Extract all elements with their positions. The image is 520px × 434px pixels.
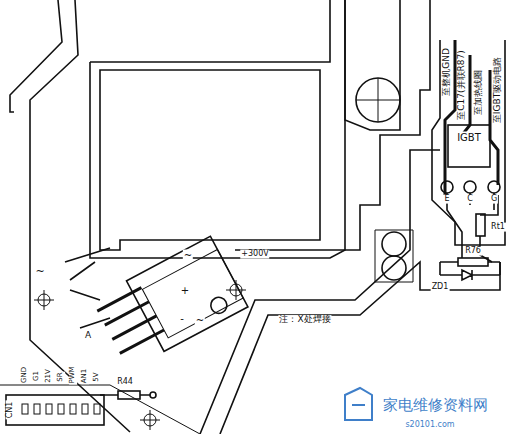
copper-trace [480, 195, 498, 215]
trace-outline [65, 248, 110, 262]
ac-symbol: ~ [34, 266, 45, 278]
resistor-symbol [476, 214, 485, 236]
connector-label: CN1 [6, 401, 15, 420]
trace-outline [432, 40, 505, 245]
pin-label: 5V [93, 371, 101, 382]
note-label: 至加热线圈 [474, 69, 484, 116]
pin-label: E [443, 195, 450, 204]
pad [150, 392, 156, 398]
point-label: A [84, 331, 92, 341]
trace-outline [235, 0, 430, 250]
resistor-symbol [458, 258, 488, 266]
watermark-logo [345, 388, 372, 420]
note-label: 至IGBT驱动电路 [493, 56, 503, 124]
part-label: Rt1 [490, 223, 506, 232]
part-label: R44 [116, 378, 134, 387]
pin-label: SR [57, 371, 65, 382]
igbt-pin [488, 181, 500, 193]
watermark: s20101.com [404, 421, 455, 430]
zener-symbol [440, 270, 500, 280]
trace-outline [200, 150, 440, 434]
pin-label: ~ [183, 250, 193, 261]
heatsink-area [100, 70, 320, 250]
mounting-hole [356, 78, 400, 122]
lead [440, 261, 500, 263]
pin-label: ~ [195, 315, 205, 326]
cross-mark [34, 280, 246, 430]
connector-body [6, 395, 104, 425]
igbt-pin [464, 181, 476, 193]
pin-label: GND [21, 366, 29, 384]
lead [100, 394, 150, 396]
bridge-rectifier [91, 236, 248, 370]
part-label: IGBT [456, 132, 482, 143]
connector-pin [22, 404, 100, 414]
pin-label: AN1 [81, 368, 89, 384]
trace-outline [0, 385, 200, 434]
pin-label: PWM [69, 365, 77, 384]
trace-outline [30, 0, 130, 432]
pin-label: - [179, 313, 185, 324]
watermark: 家电维修资料网 [382, 397, 489, 414]
hole-mark [356, 78, 400, 122]
pin-label: G [490, 195, 498, 204]
trace-outline [90, 0, 330, 62]
note-label: 至整机GND [442, 47, 452, 97]
part-label: ZD1 [431, 283, 450, 292]
pin-label: G1 [33, 370, 41, 382]
igbt-body [448, 125, 490, 167]
mounting-hole [382, 256, 406, 280]
trace-outline [90, 0, 345, 258]
note-label: 至C17(并联R87) [457, 49, 467, 120]
pin-label: 21V [45, 368, 53, 384]
pin-label: C [466, 195, 474, 204]
mounting-hole [382, 232, 406, 256]
trace-outline [345, 0, 400, 130]
trace-outline [220, 262, 500, 434]
pad-outline [375, 230, 413, 282]
pin-lead [447, 193, 494, 258]
igbt-pin [441, 181, 453, 193]
net-label: +300V [240, 250, 269, 259]
lead [70, 262, 110, 328]
pin-label: + [180, 285, 190, 296]
note-text: 注：X处焊接 [278, 315, 331, 325]
part-label: R76 [464, 247, 482, 256]
lead [440, 262, 500, 275]
